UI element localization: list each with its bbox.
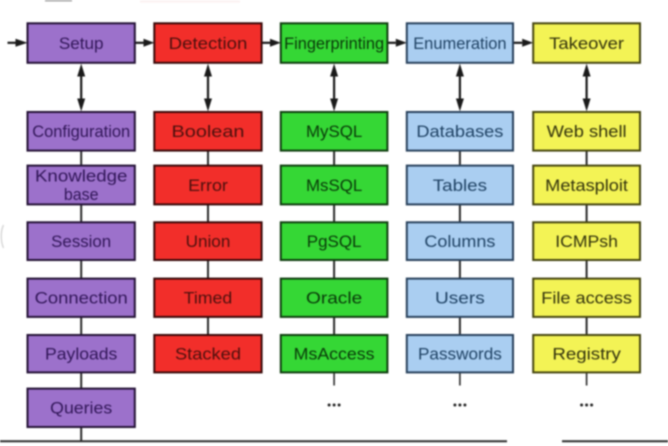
svg-text:Stacked: Stacked (175, 345, 241, 364)
svg-text:Configuration: Configuration (32, 122, 130, 141)
svg-text:MsSQL: MsSQL (306, 176, 362, 195)
svg-text:Detection: Detection (169, 34, 248, 53)
svg-text:Setup: Setup (59, 34, 104, 53)
svg-text:Boolean: Boolean (172, 122, 245, 141)
svg-text:Web shell: Web shell (547, 122, 627, 141)
svg-text:Takeover: Takeover (549, 34, 624, 53)
svg-text:Databases: Databases (416, 122, 503, 141)
svg-text:MsAccess: MsAccess (294, 345, 375, 364)
svg-text:Tables: Tables (433, 176, 487, 195)
svg-text:Connection: Connection (35, 289, 128, 308)
svg-text:Oracle: Oracle (306, 289, 362, 308)
svg-text:Enumeration: Enumeration (413, 34, 506, 53)
svg-text:Timed: Timed (184, 289, 233, 308)
svg-text:MySQL: MySQL (306, 122, 362, 141)
svg-text:Error: Error (188, 176, 228, 195)
svg-text:base: base (64, 185, 99, 204)
svg-text:Users: Users (435, 289, 485, 308)
svg-text:Passwords: Passwords (418, 345, 502, 364)
svg-text:Payloads: Payloads (45, 345, 117, 364)
svg-text:Fingerprinting: Fingerprinting (284, 34, 384, 53)
svg-text:File access: File access (541, 289, 632, 308)
svg-text:Union: Union (186, 232, 231, 251)
svg-text:ICMPsh: ICMPsh (555, 232, 618, 251)
svg-text:Queries: Queries (50, 399, 112, 418)
svg-text:Columns: Columns (424, 232, 495, 251)
svg-text:Session: Session (51, 232, 111, 251)
svg-text:PgSQL: PgSQL (307, 232, 362, 251)
svg-text:Knowledge: Knowledge (35, 167, 127, 186)
svg-text:Registry: Registry (552, 345, 621, 364)
svg-text:Metasploit: Metasploit (545, 176, 628, 195)
